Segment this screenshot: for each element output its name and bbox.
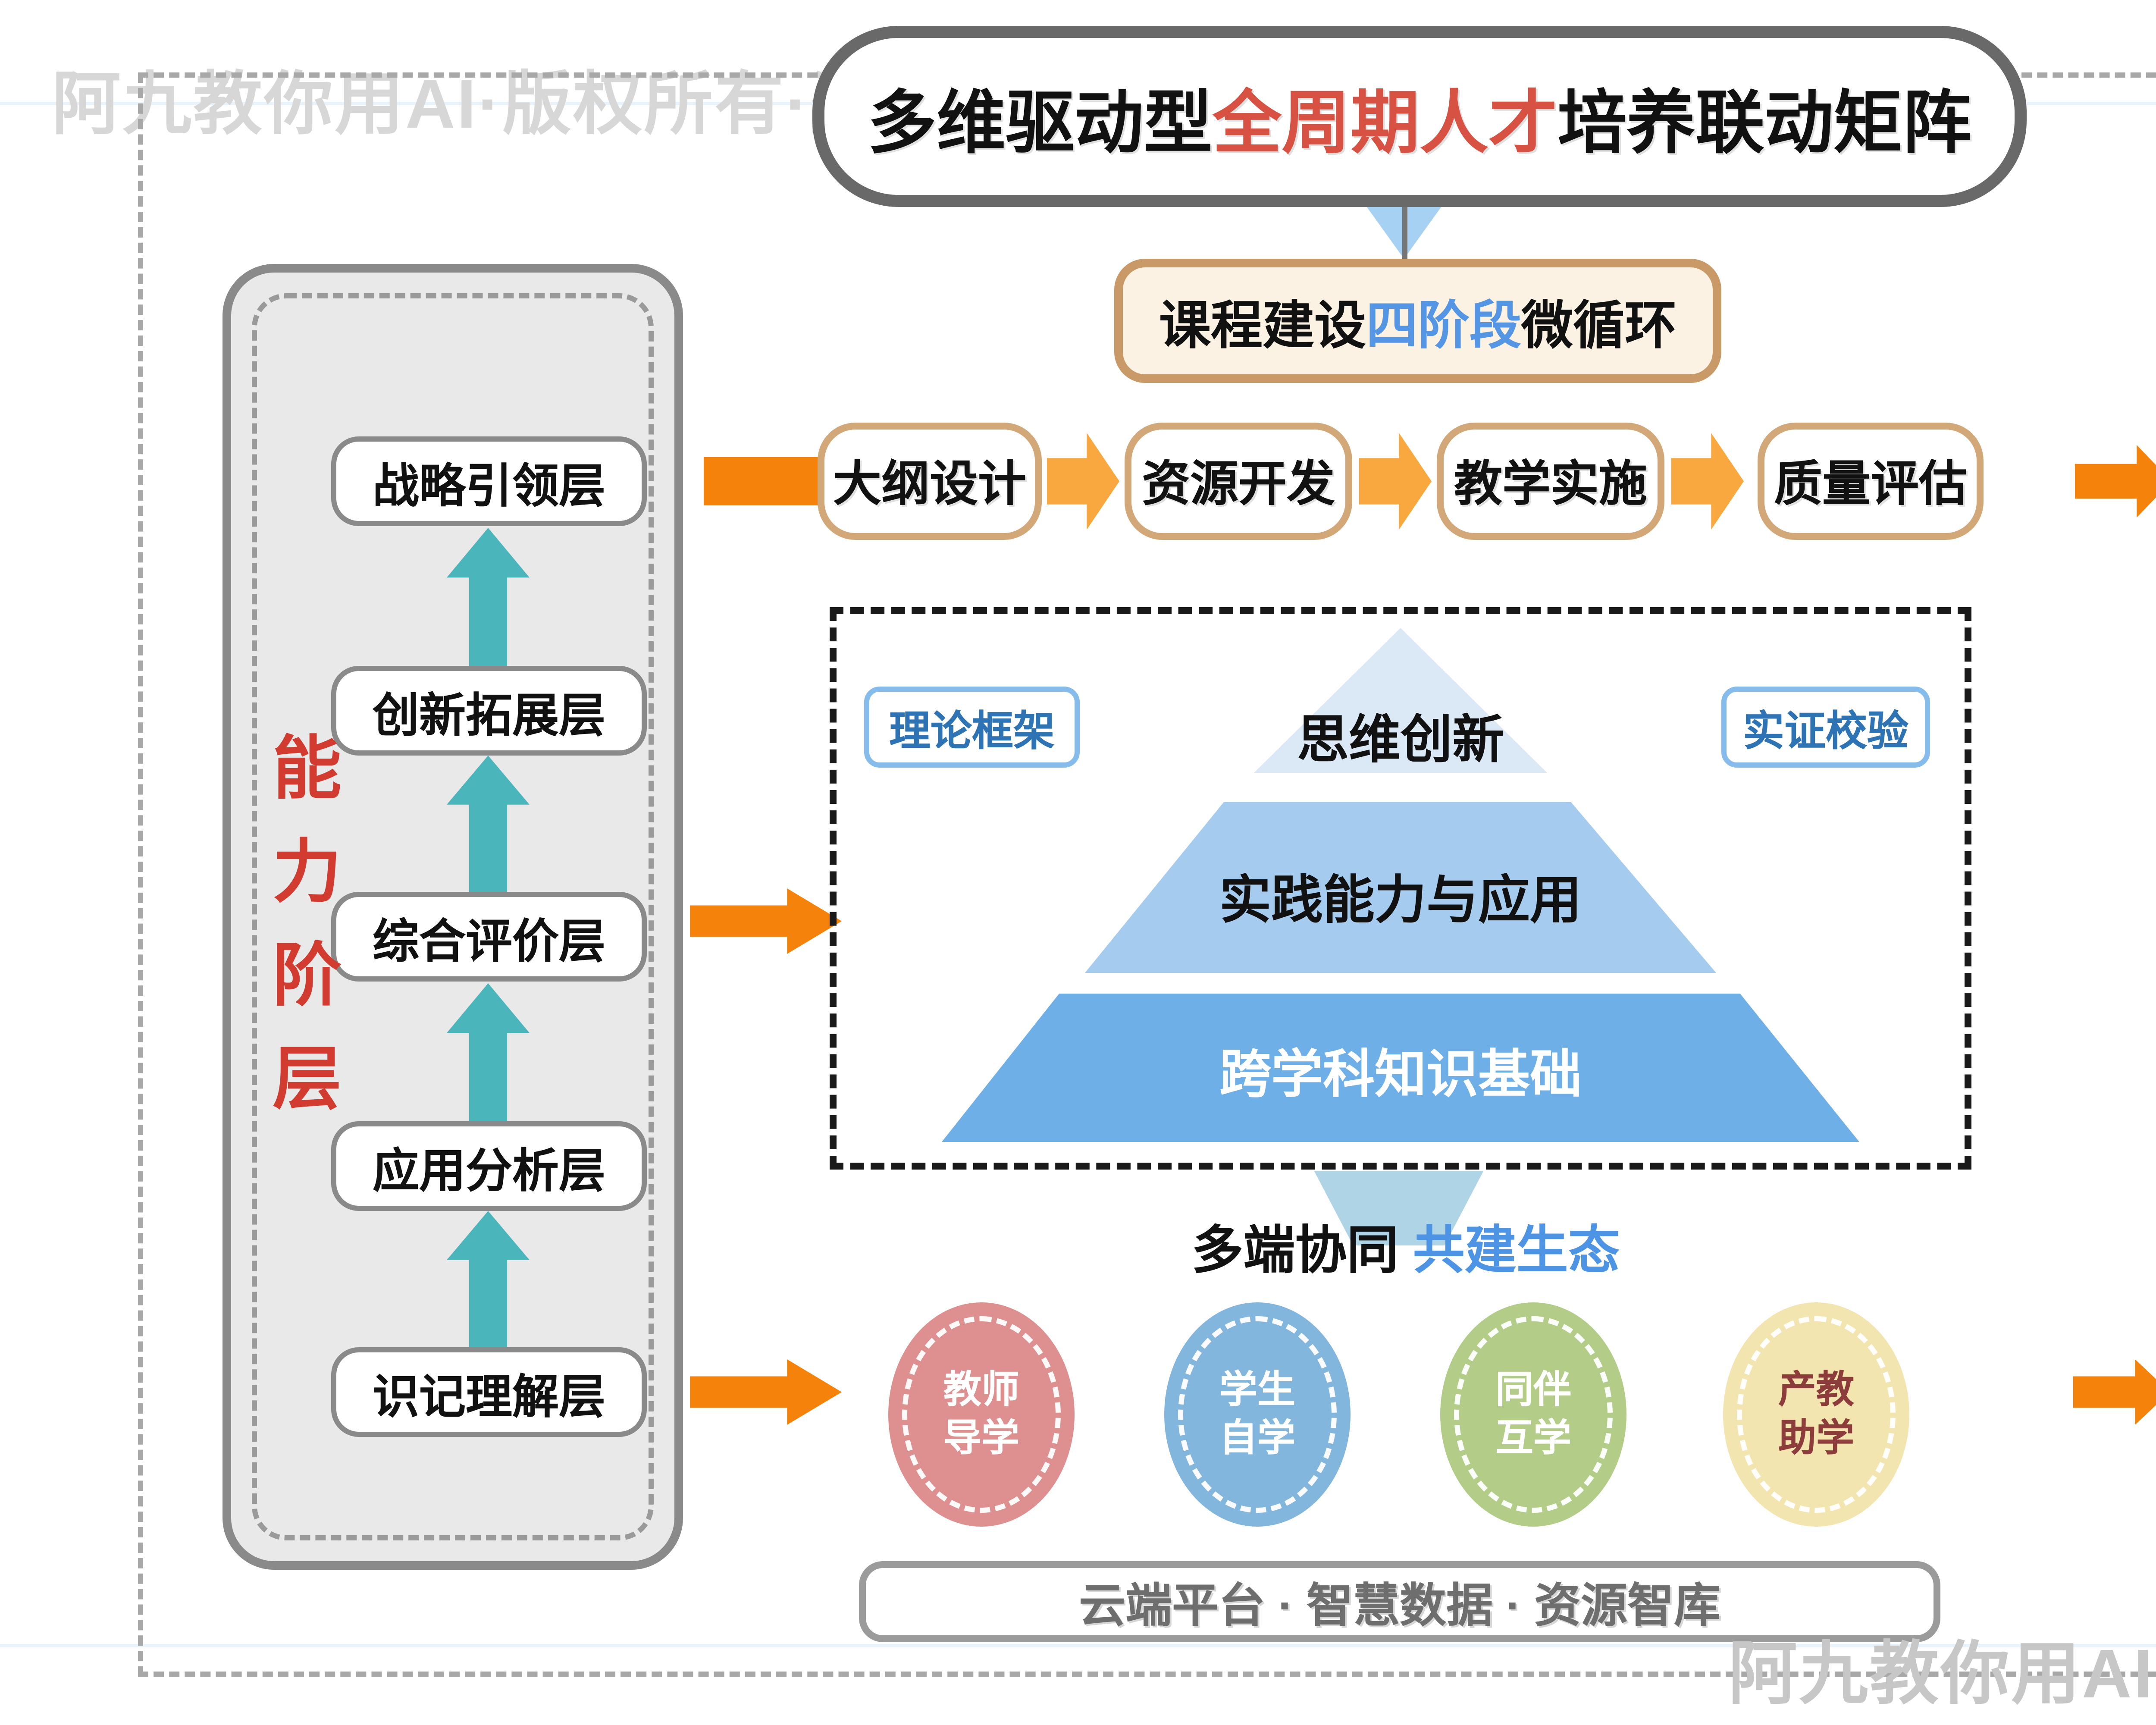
platform-bar: 云端平台 · 智慧数据 · 资源智库	[859, 1561, 1940, 1642]
circle-label-line1: 产教	[1778, 1368, 1854, 1411]
circle-label-line1: 教师	[943, 1368, 1019, 1411]
subtitle-highlight: 四阶段	[1366, 298, 1521, 355]
tag-empirical-check: 实证校验	[1721, 687, 1930, 768]
guide-line-horizontal-bottom	[0, 1644, 2156, 1647]
subtitle-prefix: 课程建设	[1159, 298, 1366, 355]
capability-box-4: 应用分析层	[331, 1121, 647, 1211]
flow-step-1: 大纲设计	[818, 423, 1042, 540]
title-capsule: 多维驱动型全周期人才培养联动矩阵	[812, 26, 2027, 207]
title-prefix: 多维驱动型	[868, 85, 1213, 161]
page-title: 多维驱动型全周期人才培养联动矩阵	[868, 66, 1971, 166]
flow-step-3: 教学实施	[1437, 423, 1664, 540]
left-axis-label: 能力阶层	[262, 731, 338, 1145]
tag-theory-framework: 理论框架	[864, 687, 1080, 768]
ecosystem-caption: 多端协同 共建生态	[1104, 1208, 1708, 1283]
capability-box-5: 识记理解层	[331, 1347, 647, 1437]
capability-box-2: 创新拓展层	[331, 666, 647, 756]
capability-box-1: 战略引领层	[331, 436, 647, 526]
pyramid-tier-bottom	[942, 994, 1859, 1142]
title-suffix: 培养联动矩阵	[1557, 85, 1971, 161]
circle-teacher-guided: 教师导学	[888, 1302, 1075, 1527]
ecosystem-blue: 共建生态	[1413, 1223, 1620, 1280]
pyramid-label-bottom: 跨学科知识基础	[1219, 1047, 1582, 1104]
subtitle-box: 课程建设四阶段微循环	[1114, 259, 1721, 383]
circle-label-line2: 助学	[1778, 1416, 1854, 1459]
left-panel-dashed-border	[252, 293, 654, 1540]
circle-label-line2: 导学	[943, 1416, 1019, 1459]
flow-step-4: 质量评估	[1758, 423, 1984, 540]
circle-peer-mutual: 同伴互学	[1440, 1302, 1626, 1527]
pyramid-dashed-container	[830, 607, 1971, 1170]
capability-box-3: 综合评价层	[331, 892, 647, 982]
orange-connector-arrow	[704, 457, 821, 505]
pyramid-label-middle: 实践能力与应用	[1219, 873, 1582, 930]
pyramid-label-top: 思维创新	[1297, 712, 1504, 769]
subtitle: 课程建设四阶段微循环	[1159, 283, 1677, 359]
title-highlight: 全周期人才	[1213, 85, 1557, 161]
ecosystem-black: 多端协同	[1191, 1223, 1399, 1280]
circle-label-line1: 学生	[1219, 1368, 1295, 1411]
circle-label-line2: 自学	[1219, 1416, 1295, 1459]
circle-label-line2: 互学	[1495, 1416, 1571, 1459]
watermark-bottom-right: 阿九教你用AI·版权所有·盗用必究	[1728, 1637, 2156, 1713]
circle-label-line1: 同伴	[1495, 1368, 1571, 1411]
circle-industry-assist: 产教助学	[1723, 1302, 1909, 1527]
subtitle-suffix: 微循环	[1521, 298, 1677, 355]
flow-step-2: 资源开发	[1125, 423, 1352, 540]
circle-student-self: 学生自学	[1164, 1302, 1351, 1527]
